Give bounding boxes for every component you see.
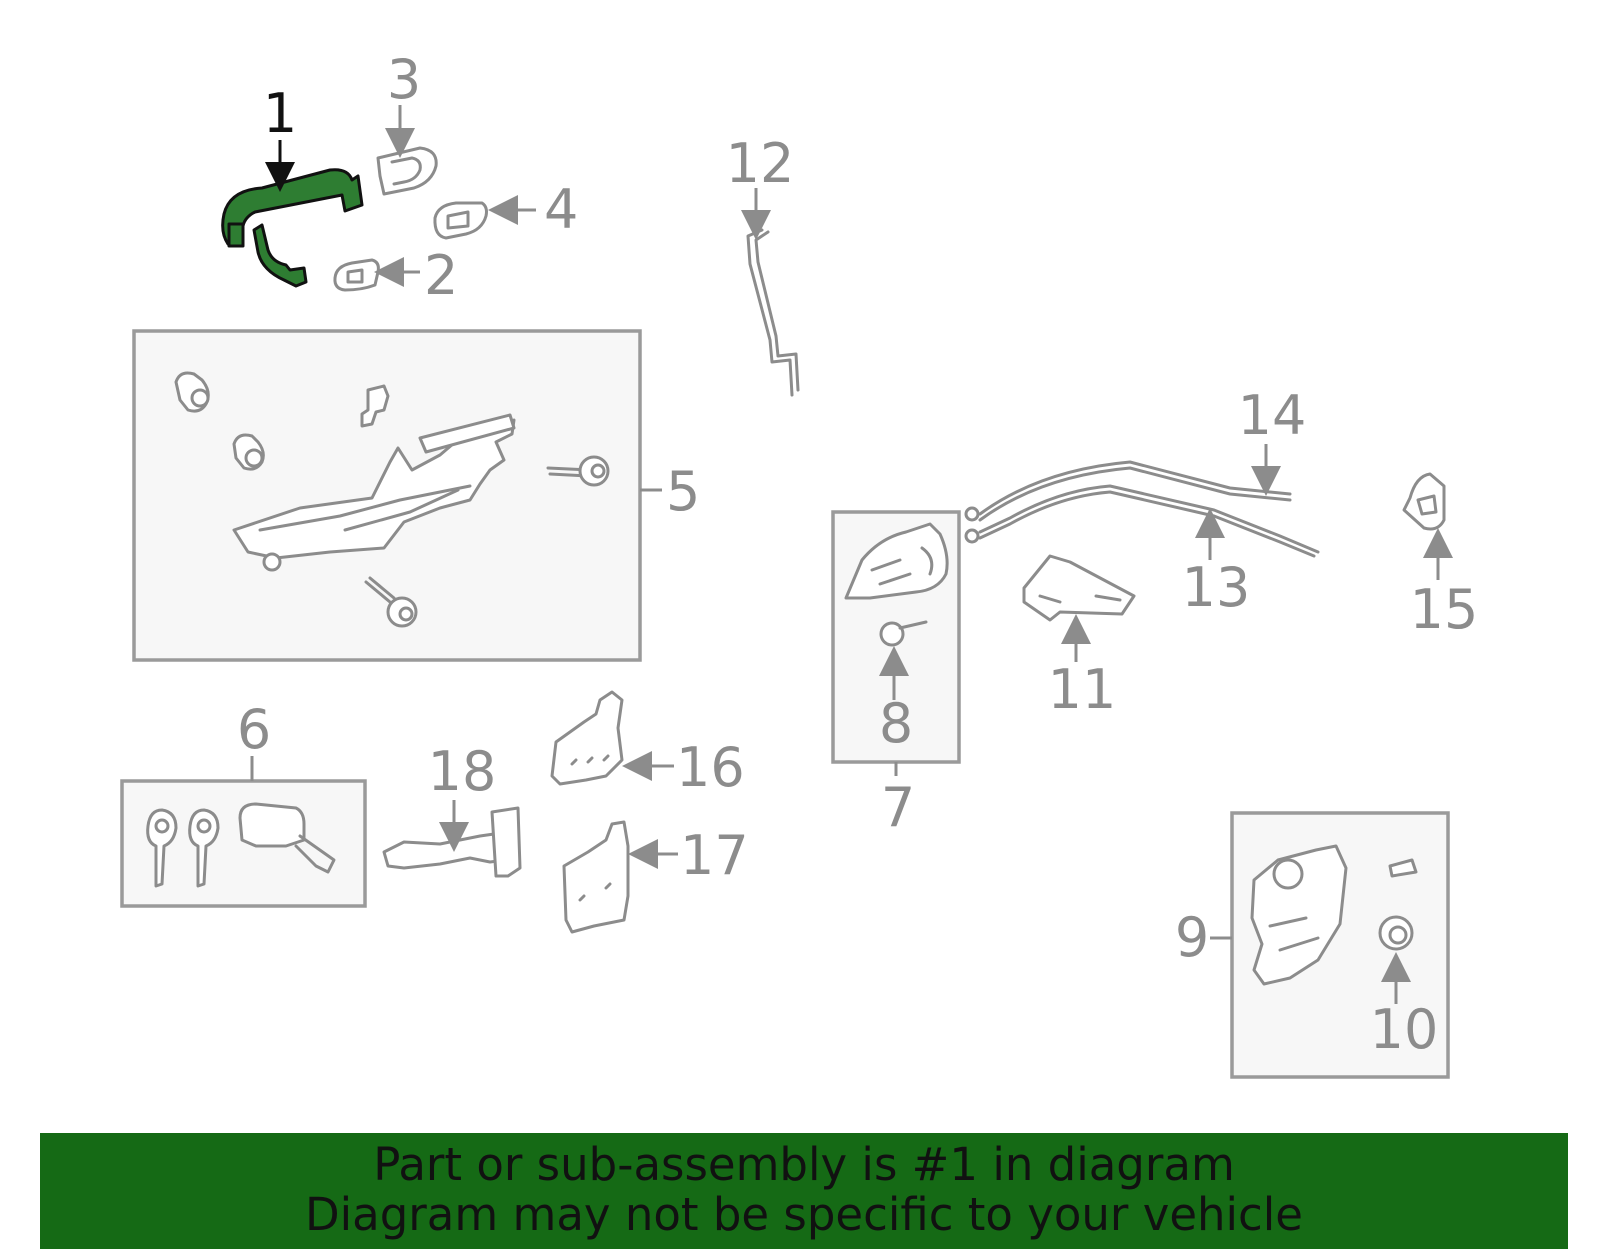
callout-16[interactable]: 16: [676, 736, 745, 799]
banner-line-1: Part or sub-assembly is #1 in diagram: [373, 1138, 1235, 1191]
part-6-key-right: [188, 808, 220, 888]
callout-12[interactable]: 12: [726, 132, 795, 195]
callout-3[interactable]: 3: [387, 48, 421, 111]
part-12-rod: [746, 228, 800, 397]
callout-7[interactable]: 7: [881, 776, 915, 839]
part-5-clip-a: [174, 371, 210, 413]
callout-11[interactable]: 11: [1048, 658, 1117, 721]
banner-line-2: Diagram may not be specific to your vehi…: [305, 1188, 1303, 1241]
callout-14[interactable]: 14: [1238, 384, 1307, 447]
part-18-door-check: [382, 806, 522, 878]
callout-2[interactable]: 2: [424, 244, 458, 307]
part-5-clip-b: [232, 433, 265, 471]
part-9-lock-actuator: [1250, 844, 1348, 986]
callout-10[interactable]: 10: [1370, 998, 1439, 1061]
callout-15[interactable]: 15: [1410, 578, 1479, 641]
part-1-outside-handle[interactable]: [221, 168, 364, 288]
callout-17[interactable]: 17: [680, 824, 749, 887]
callout-5[interactable]: 5: [666, 460, 700, 523]
part-14-cable: [964, 460, 1292, 522]
part-9-pin: [1388, 858, 1418, 878]
callout-6[interactable]: 6: [237, 698, 271, 761]
parts-diagram: 1 2 3 4 5 6 7 8 9 10 11 12 13 14 15 16 1…: [120, 48, 1479, 1079]
part-5-bolt-b: [364, 576, 418, 628]
part-7-inside-handle: [844, 522, 949, 600]
callout-18[interactable]: 18: [428, 740, 497, 803]
part-15-striker: [1402, 472, 1446, 531]
part-2-pad: [333, 258, 380, 292]
part-10-grommet: [1378, 915, 1414, 951]
callout-9[interactable]: 9: [1175, 906, 1209, 969]
part-3-cap: [376, 146, 438, 196]
part-6-lock-cylinder: [238, 802, 336, 874]
part-16-hinge: [550, 690, 624, 786]
callout-13[interactable]: 13: [1182, 556, 1251, 619]
part-5-frame-assembly: [232, 413, 516, 572]
part-5-bolt-a: [546, 455, 610, 487]
callout-8[interactable]: 8: [879, 692, 913, 755]
part-8-screw: [879, 620, 928, 647]
info-banner: Part or sub-assembly is #1 in diagram Di…: [40, 1133, 1568, 1249]
callout-4[interactable]: 4: [544, 178, 578, 241]
part-11-bracket: [1022, 554, 1136, 622]
part-6-key-left: [146, 808, 178, 888]
part-17-hinge: [562, 820, 630, 934]
part-13-cable: [964, 484, 1320, 558]
part-5-bracket: [360, 384, 390, 428]
part-4-pad: [433, 201, 488, 240]
callout-1[interactable]: 1: [263, 82, 297, 145]
